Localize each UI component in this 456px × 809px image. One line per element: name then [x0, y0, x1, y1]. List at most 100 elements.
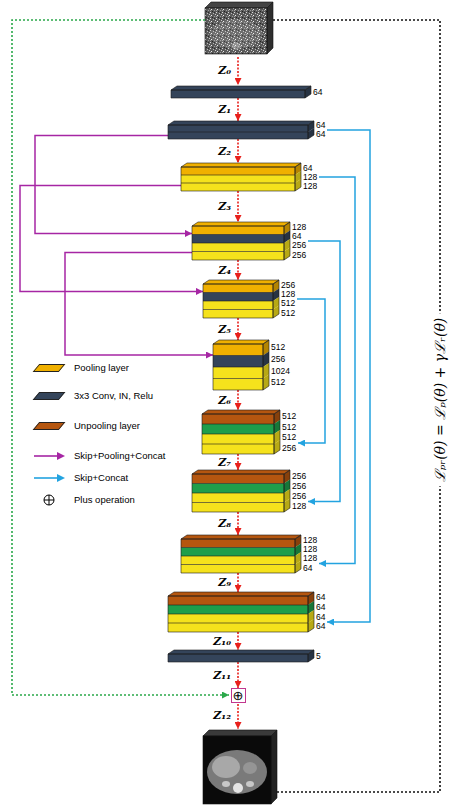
output-organ — [243, 762, 257, 774]
layer-band — [192, 493, 284, 503]
layer-slab — [192, 470, 290, 512]
output-liver — [212, 756, 240, 778]
legend-arrow-sample — [32, 472, 66, 484]
layer-band — [192, 503, 284, 513]
layer-band — [168, 623, 308, 632]
layer-block: 5122561024512 — [213, 340, 291, 390]
input-image-side — [267, 2, 273, 54]
layer-block: 6464 — [168, 121, 327, 139]
layer-band — [181, 548, 295, 557]
layer-outline — [295, 163, 301, 191]
band-separator — [181, 183, 295, 184]
band-separator — [203, 292, 273, 293]
tensor-label: Z₃ — [218, 200, 231, 213]
channel-count: 64 — [316, 603, 325, 612]
legend-arrow-head — [57, 452, 65, 460]
layer-slab — [168, 121, 314, 139]
legend-arrow-line — [34, 477, 59, 479]
channel-count: 256 — [281, 281, 295, 290]
layer-top — [202, 410, 280, 414]
layer-top — [168, 650, 314, 654]
layer-band — [203, 293, 273, 302]
output-spine — [233, 783, 243, 793]
channel-numbers: 256128512512 — [281, 280, 295, 318]
input-image-top — [205, 2, 273, 8]
channel-count: 256 — [292, 241, 306, 250]
legend-row: Skip+Concat — [30, 472, 190, 484]
layer-band — [168, 654, 308, 662]
band-separator — [192, 251, 284, 252]
channel-count: 512 — [271, 378, 290, 387]
flow-arrow — [237, 662, 239, 688]
layer-outline — [203, 284, 273, 318]
output-image-side — [271, 730, 277, 804]
layer-band — [202, 414, 274, 424]
skip-connector — [297, 299, 325, 443]
skip-connector — [65, 252, 213, 355]
tensor-label: Z₆ — [218, 394, 231, 407]
layer-band — [171, 90, 305, 98]
layer-outline — [295, 535, 301, 573]
tensor-label: Z₁₀ — [213, 635, 231, 648]
legend-row: Unpooling layer — [30, 420, 190, 432]
layer-slab — [203, 280, 279, 318]
layer-top — [192, 222, 290, 226]
layer-top — [181, 163, 301, 167]
channel-numbers: 256256256128 — [292, 470, 306, 512]
flow-arrow — [237, 98, 239, 121]
channel-numbers: 5122561024512 — [271, 340, 290, 390]
layer-outline — [181, 167, 295, 191]
legend-text: Skip+Pooling+Concat — [74, 450, 165, 462]
flow-arrow — [237, 57, 239, 85]
channel-count: 512 — [271, 343, 290, 352]
layer-slab — [213, 340, 269, 390]
band-separator — [203, 309, 273, 310]
layer-band — [192, 474, 284, 484]
channel-count: 128 — [303, 536, 317, 545]
channel-count: 512 — [281, 299, 295, 308]
tensor-label: Z₁₂ — [213, 709, 231, 722]
layer-block: 64128128 — [181, 163, 319, 191]
flow-arrow — [237, 512, 239, 535]
tensor-label: Z₁₁ — [213, 669, 231, 682]
layer-slab — [202, 410, 280, 454]
channel-count: 1024 — [271, 367, 290, 376]
legend: Pooling layer3x3 Conv, IN, ReluUnpooling… — [30, 362, 190, 512]
layer-band — [181, 556, 295, 565]
channel-count: 5 — [316, 652, 321, 661]
band-separator — [202, 434, 274, 435]
layer-slab — [168, 650, 314, 662]
layer-outline — [202, 414, 274, 454]
layer-band — [213, 367, 263, 379]
layer-band — [181, 175, 295, 183]
layer-block: 64646464 — [168, 592, 327, 632]
legend-text: Unpooling layer — [74, 420, 140, 432]
layer-band — [203, 310, 273, 319]
channel-count: 256 — [292, 492, 306, 501]
layer-outline — [171, 90, 305, 98]
layer-band — [168, 132, 308, 139]
tensor-label: Z₀ — [218, 64, 231, 77]
layer-band — [202, 434, 274, 444]
flow-arrow — [237, 454, 239, 470]
channel-count: 128 — [292, 223, 306, 232]
channel-numbers: 6464 — [316, 121, 325, 139]
band-separator — [213, 367, 263, 368]
layer-block: 256128512512 — [203, 280, 297, 318]
layer-band — [203, 284, 273, 293]
channel-count: 256 — [292, 482, 306, 491]
layer-block: 12812812864 — [181, 535, 319, 573]
layer-band — [168, 614, 308, 623]
channel-numbers: 64128128 — [303, 163, 317, 191]
channel-count: 128 — [303, 182, 317, 191]
channel-count: 128 — [303, 554, 317, 563]
layer-outline — [308, 592, 314, 632]
layer-outline — [168, 596, 308, 632]
legend-row: Skip+Pooling+Concat — [30, 450, 190, 462]
channel-count: 512 — [282, 433, 296, 442]
flow-arrow — [237, 632, 239, 650]
legend-arrow-line — [34, 455, 59, 457]
channel-count: 64 — [303, 164, 317, 173]
layer-band — [192, 235, 284, 244]
band-separator — [192, 483, 284, 484]
